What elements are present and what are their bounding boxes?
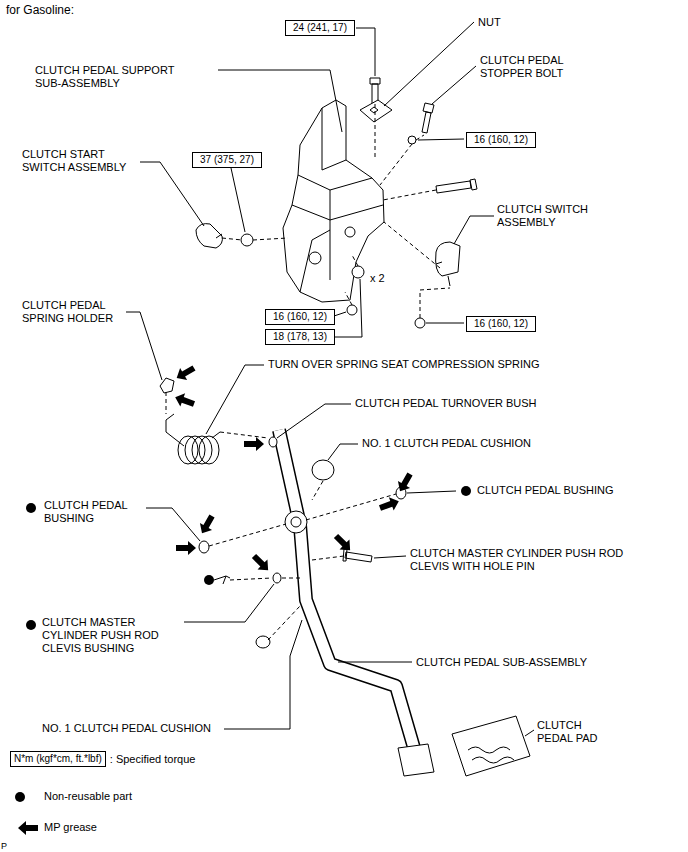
part-name: NO. 1 CLUTCH PEDAL CUSHION bbox=[362, 437, 531, 450]
stopper-bolt bbox=[422, 103, 434, 133]
torque-box: 37 (375, 27) bbox=[192, 152, 262, 168]
part-name: CLUTCH PEDAL SUPPORT SUB-ASSEMBLY bbox=[35, 64, 195, 90]
nut bbox=[415, 318, 425, 328]
part-name: CLUTCH MASTER CYLINDER PUSH ROD CLEVIS B… bbox=[42, 616, 177, 655]
part-name: CLUTCH PEDAL PAD bbox=[537, 719, 612, 745]
torque-box: N*m (kgf*cm, ft.*lbf) bbox=[10, 751, 106, 767]
clevis-bushing bbox=[273, 573, 281, 583]
torque-value: 16 (160, 12) bbox=[474, 318, 528, 329]
pedal-foot bbox=[398, 744, 434, 776]
torque-box: 18 (178, 13) bbox=[265, 329, 335, 345]
bracket-detail bbox=[292, 108, 383, 292]
support-bracket bbox=[283, 100, 384, 302]
part-name: CLUTCH MASTER CYLINDER PUSH ROD CLEVIS W… bbox=[410, 547, 650, 573]
non-reusable-dot bbox=[15, 486, 471, 802]
page-mark: P bbox=[1, 840, 7, 852]
diagram-title: for Gasoline: bbox=[6, 4, 74, 17]
part-name: CLUTCH PEDAL BUSHING bbox=[44, 499, 144, 525]
part-name: CLUTCH SWITCH ASSEMBLY bbox=[497, 203, 602, 229]
leader-line bbox=[126, 22, 534, 736]
part-name: NO. 1 CLUTCH PEDAL CUSHION bbox=[42, 722, 211, 735]
nut bbox=[347, 305, 357, 315]
legend-text: MP grease bbox=[44, 821, 97, 833]
quantity-note: x 2 bbox=[370, 272, 385, 285]
bracket-hole bbox=[345, 227, 355, 237]
torque-box: 24 (241, 17) bbox=[285, 20, 355, 36]
nut bbox=[408, 136, 416, 144]
clip bbox=[214, 576, 230, 584]
pivot-hole bbox=[291, 517, 301, 527]
torque-value: 16 (160, 12) bbox=[273, 311, 327, 322]
bushing bbox=[199, 541, 209, 553]
torque-value: N*m (kgf*cm, ft.*lbf) bbox=[14, 753, 102, 764]
spring-holder bbox=[160, 378, 174, 393]
turnover-bush bbox=[269, 437, 277, 447]
pivot-boss bbox=[285, 511, 307, 533]
part-name: CLUTCH PEDAL STOPPER BOLT bbox=[480, 54, 580, 80]
assembly-line bbox=[209, 481, 396, 640]
legend-entry: Non-reusable part bbox=[44, 790, 132, 803]
part-name: CLUTCH START SWITCH ASSEMBLY bbox=[22, 148, 140, 174]
part-name: CLUTCH PEDAL SPRING HOLDER bbox=[22, 299, 127, 325]
spring-arm bbox=[212, 432, 220, 438]
pedal-arm-outline bbox=[279, 430, 414, 748]
cushion bbox=[256, 636, 270, 648]
nut bbox=[352, 266, 364, 278]
torque-value: 37 (375, 27) bbox=[200, 154, 254, 165]
clutch-switch bbox=[436, 242, 460, 286]
part-name: CLUTCH PEDAL SUB-ASSEMBLY bbox=[416, 656, 587, 669]
torque-value: 24 (241, 17) bbox=[293, 22, 347, 33]
legend-text: Non-reusable part bbox=[44, 790, 132, 802]
part-name: CLUTCH PEDAL BUSHING bbox=[477, 484, 614, 497]
pedal-pad bbox=[452, 716, 530, 776]
nut bbox=[241, 234, 253, 246]
spring-arm bbox=[166, 414, 184, 446]
legend-text: : Specified torque bbox=[110, 753, 196, 765]
part-name: CLUTCH PEDAL TURNOVER BUSH bbox=[355, 397, 537, 410]
torque-value: 18 (178, 13) bbox=[273, 331, 327, 342]
torque-value: 16 (160, 12) bbox=[474, 134, 528, 145]
spring-coil bbox=[178, 436, 219, 464]
torque-box: 16 (160, 12) bbox=[466, 316, 536, 332]
assembly-line bbox=[222, 104, 450, 318]
start-switch bbox=[196, 224, 222, 248]
clevis-pin bbox=[343, 549, 372, 562]
legend-entry: : Specified torque bbox=[110, 753, 196, 766]
part-name: TURN OVER SPRING SEAT COMPRESSION SPRING bbox=[268, 358, 540, 371]
pad-pattern bbox=[468, 747, 514, 763]
cushion bbox=[312, 460, 334, 480]
legend-entry: MP grease bbox=[44, 821, 97, 834]
pin-bolt bbox=[436, 179, 477, 193]
bracket-hole bbox=[309, 252, 321, 264]
pedal-arm bbox=[279, 430, 414, 748]
torque-box: 16 (160, 12) bbox=[466, 132, 536, 148]
torque-box: 16 (160, 12) bbox=[265, 309, 335, 325]
part-name: NUT bbox=[478, 16, 501, 29]
